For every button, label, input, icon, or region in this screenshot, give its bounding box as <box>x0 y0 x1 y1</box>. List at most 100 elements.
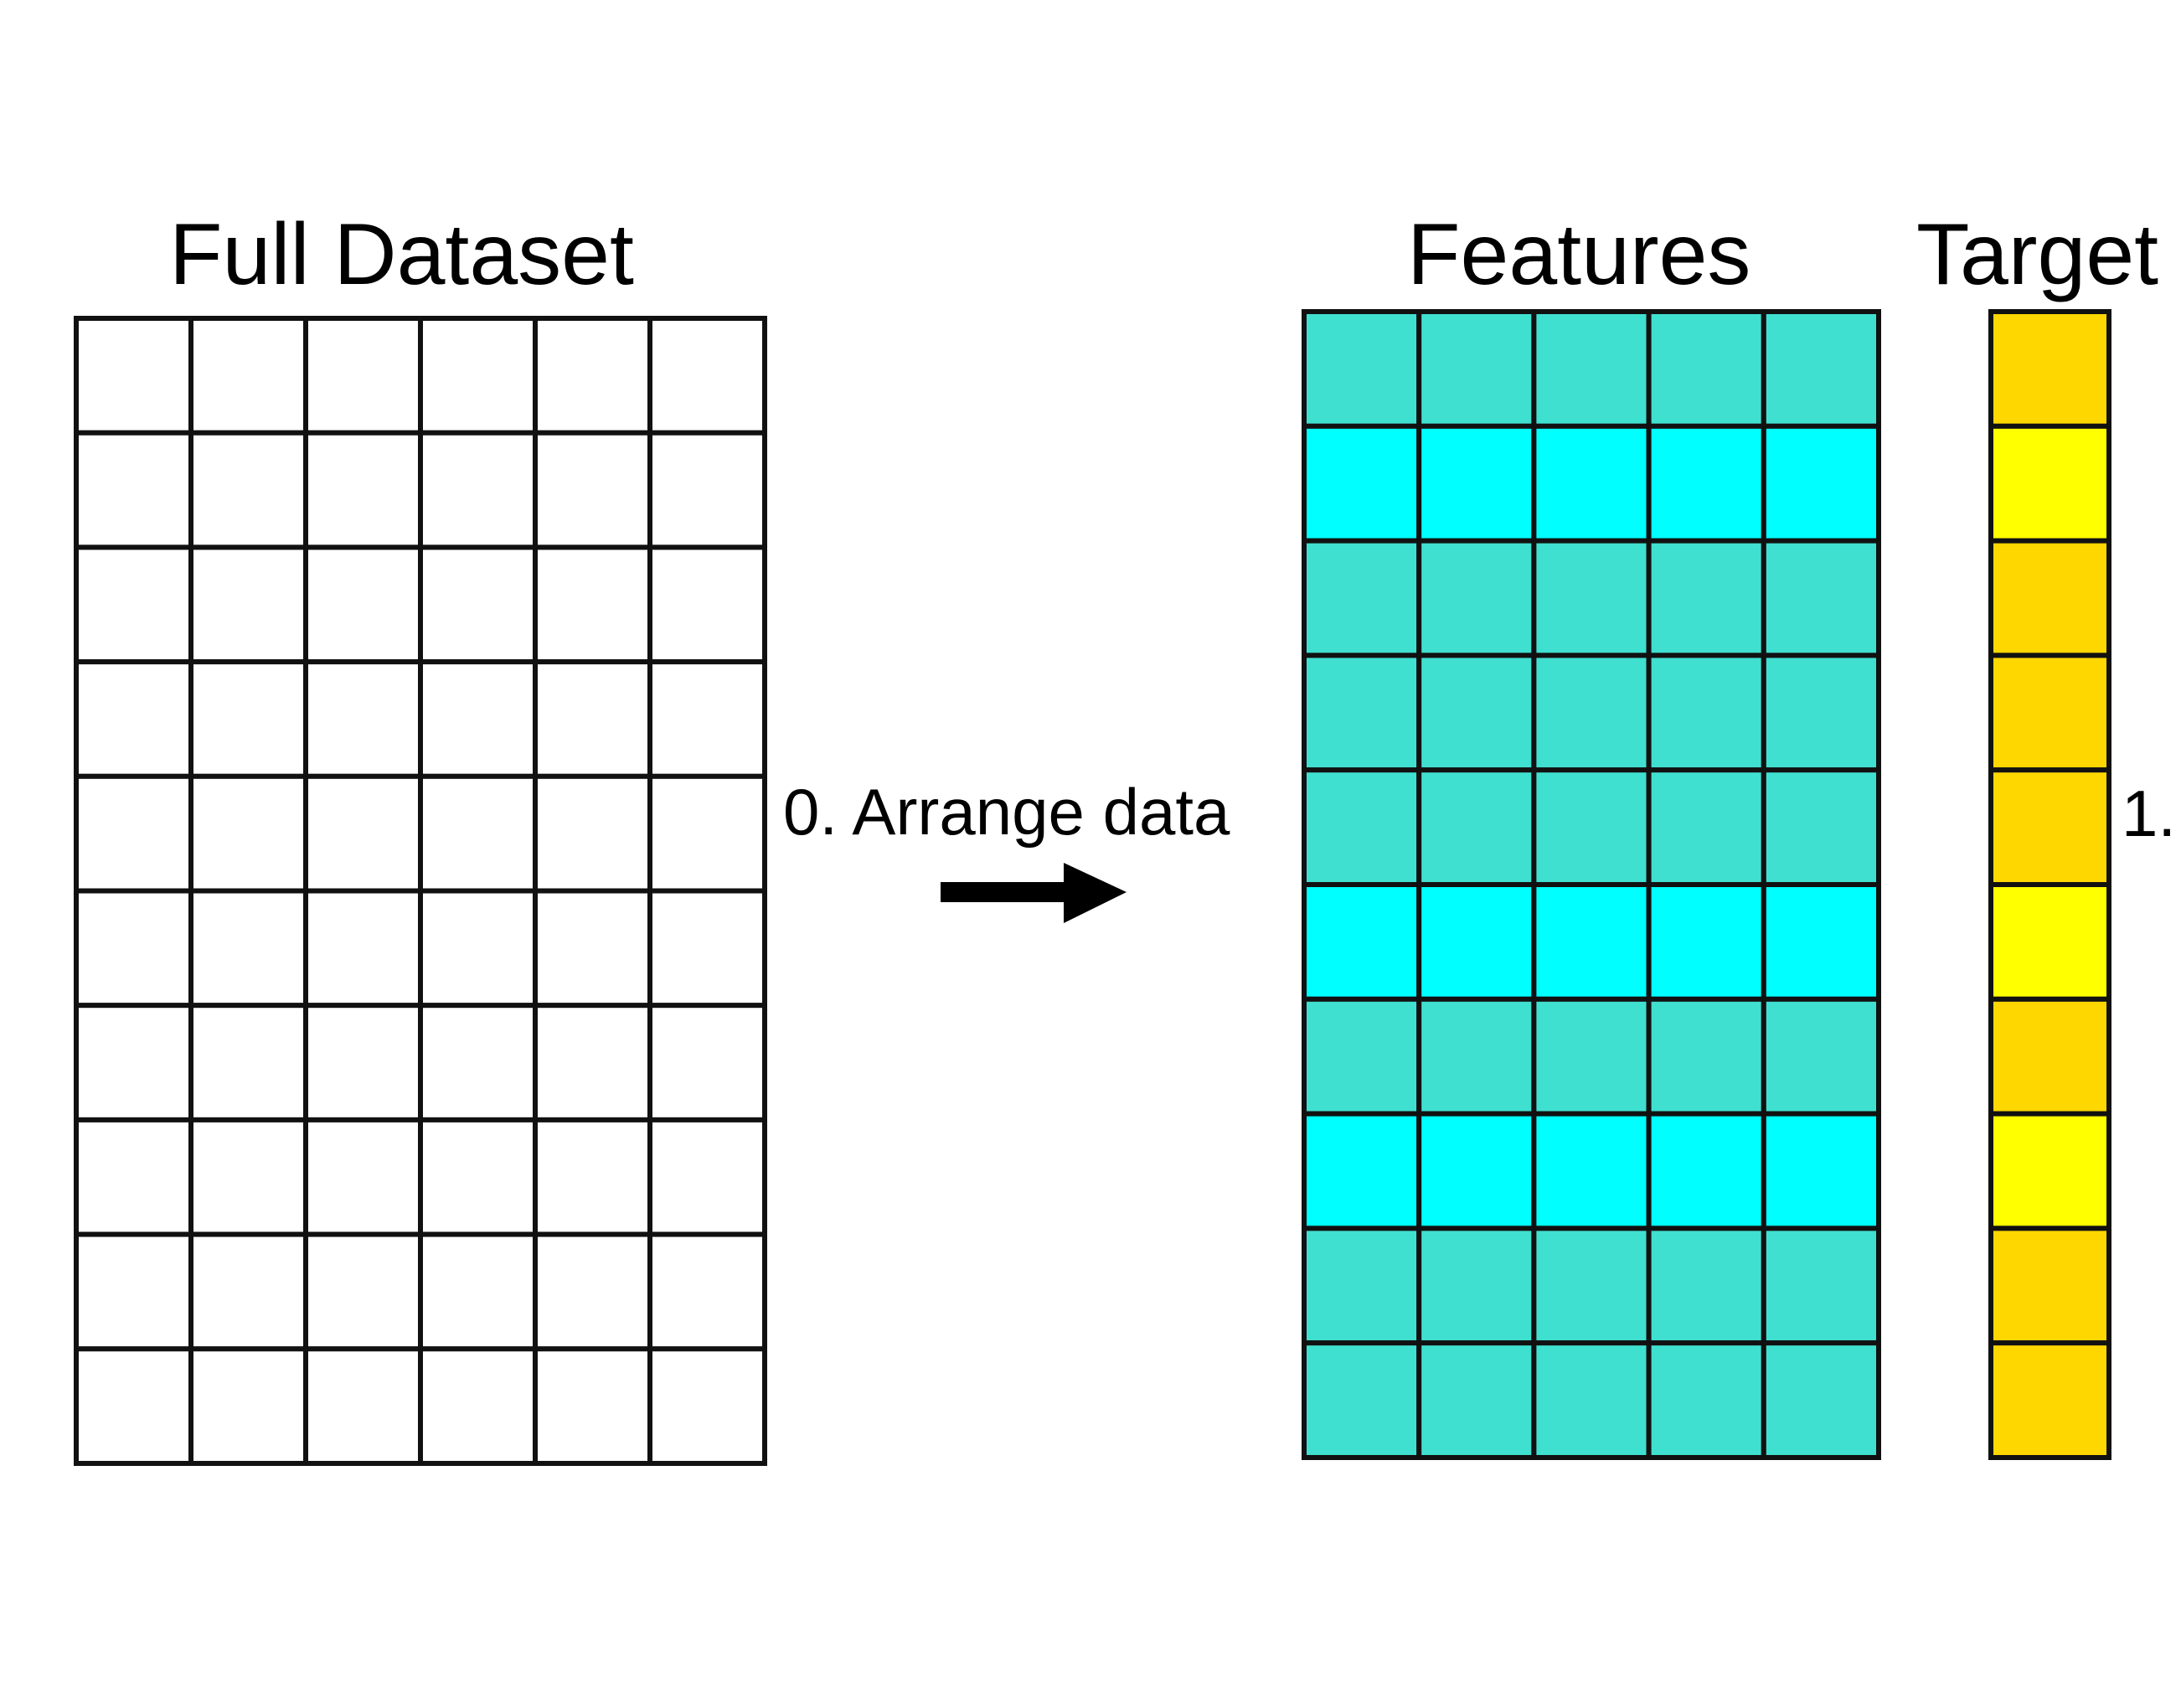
features-cell-r2-c5 <box>1761 423 1882 544</box>
features-cell-r1-c3 <box>1531 309 1652 429</box>
full-dataset-cell-r10-c3 <box>303 1346 423 1467</box>
full-dataset-cell-r2-c3 <box>303 430 423 550</box>
features-cell-r6-c3 <box>1531 882 1652 1002</box>
full-dataset-cell-r3-c3 <box>303 544 423 665</box>
full-dataset-cell-r6-c3 <box>303 888 423 1009</box>
features-cell-r5-c4 <box>1646 767 1766 888</box>
features-cell-r6-c1 <box>1302 882 1422 1002</box>
full-dataset-cell-r3-c2 <box>188 544 308 665</box>
full-dataset-cell-r10-c5 <box>533 1346 652 1467</box>
full-dataset-cell-r2-c6 <box>647 430 767 550</box>
features-cell-r4-c1 <box>1302 653 1422 773</box>
features-cell-r3-c1 <box>1302 538 1422 658</box>
features-cell-r7-c3 <box>1531 996 1652 1117</box>
features-cell-r5-c2 <box>1416 767 1537 888</box>
features-cell-r7-c1 <box>1302 996 1422 1117</box>
features-cell-r9-c1 <box>1302 1226 1422 1346</box>
features-cell-r9-c2 <box>1416 1226 1537 1346</box>
features-cell-r8-c1 <box>1302 1111 1422 1231</box>
full-dataset-cell-r10-c6 <box>647 1346 767 1467</box>
features-cell-r1-c2 <box>1416 309 1537 429</box>
full-dataset-cell-r9-c2 <box>188 1231 308 1352</box>
features-cell-r8-c3 <box>1531 1111 1652 1231</box>
features-cell-r5-c3 <box>1531 767 1652 888</box>
full-dataset-cell-r8-c5 <box>533 1117 652 1237</box>
full-dataset-cell-r5-c1 <box>74 773 193 894</box>
features-cell-r4-c4 <box>1646 653 1766 773</box>
arrange-data-label: 0. Arrange data <box>783 775 1230 849</box>
full-dataset-cell-r1-c2 <box>188 316 308 436</box>
full-dataset-cell-r7-c5 <box>533 1003 652 1122</box>
full-dataset-cell-r2-c5 <box>533 430 652 550</box>
features-cell-r10-c4 <box>1646 1340 1766 1460</box>
full-dataset-cell-r10-c1 <box>74 1346 193 1467</box>
features-cell-r2-c1 <box>1302 423 1422 544</box>
full-dataset-cell-r4-c5 <box>533 659 652 779</box>
arrow-shaft <box>941 882 1072 902</box>
features-cell-r5-c5 <box>1761 767 1882 888</box>
features-cell-r6-c2 <box>1416 882 1537 1002</box>
full-dataset-cell-r4-c6 <box>647 659 767 779</box>
features-cell-r2-c4 <box>1646 423 1766 544</box>
features-cell-r10-c1 <box>1302 1340 1422 1460</box>
full-dataset-cell-r8-c1 <box>74 1117 193 1237</box>
features-cell-r1-c5 <box>1761 309 1882 429</box>
features-grid <box>1302 309 1882 1460</box>
full-dataset-cell-r2-c4 <box>418 430 538 550</box>
full-dataset-cell-r6-c4 <box>418 888 538 1009</box>
target-cell-r8-c1 <box>1988 1111 2111 1231</box>
full-dataset-cell-r9-c6 <box>647 1231 767 1352</box>
full-dataset-cell-r8-c4 <box>418 1117 538 1237</box>
full-dataset-cell-r1-c5 <box>533 316 652 436</box>
full-dataset-cell-r5-c6 <box>647 773 767 894</box>
target-grid <box>1988 309 2111 1460</box>
full-dataset-cell-r5-c3 <box>303 773 423 894</box>
features-cell-r7-c4 <box>1646 996 1766 1117</box>
full-dataset-cell-r8-c3 <box>303 1117 423 1237</box>
full-dataset-cell-r7-c2 <box>188 1003 308 1122</box>
full-dataset-cell-r9-c3 <box>303 1231 423 1352</box>
features-cell-r8-c5 <box>1761 1111 1882 1231</box>
full-dataset-cell-r3-c4 <box>418 544 538 665</box>
features-cell-r10-c2 <box>1416 1340 1537 1460</box>
target-cell-r9-c1 <box>1988 1226 2111 1346</box>
features-cell-r2-c2 <box>1416 423 1537 544</box>
full-dataset-cell-r4-c3 <box>303 659 423 779</box>
features-cell-r2-c3 <box>1531 423 1652 544</box>
target-cell-r3-c1 <box>1988 538 2111 658</box>
full-dataset-cell-r3-c6 <box>647 544 767 665</box>
full-dataset-cell-r5-c4 <box>418 773 538 894</box>
features-cell-r4-c2 <box>1416 653 1537 773</box>
arrow-head <box>1064 863 1127 923</box>
full-dataset-cell-r7-c3 <box>303 1003 423 1122</box>
features-cell-r3-c4 <box>1646 538 1766 658</box>
features-cell-r4-c3 <box>1531 653 1652 773</box>
full-dataset-cell-r3-c1 <box>74 544 193 665</box>
full-dataset-cell-r10-c4 <box>418 1346 538 1467</box>
features-cell-r9-c4 <box>1646 1226 1766 1346</box>
full-dataset-title: Full Dataset <box>169 206 634 303</box>
features-cell-r10-c5 <box>1761 1340 1882 1460</box>
full-dataset-cell-r2-c2 <box>188 430 308 550</box>
full-dataset-cell-r1-c4 <box>418 316 538 436</box>
features-cell-r10-c3 <box>1531 1340 1652 1460</box>
features-cell-r9-c3 <box>1531 1226 1652 1346</box>
full-dataset-cell-r9-c1 <box>74 1231 193 1352</box>
features-cell-r3-c3 <box>1531 538 1652 658</box>
features-cell-r1-c4 <box>1646 309 1766 429</box>
features-cell-r4-c5 <box>1761 653 1882 773</box>
features-cell-r6-c5 <box>1761 882 1882 1002</box>
features-cell-r7-c2 <box>1416 996 1537 1117</box>
target-cell-r10-c1 <box>1988 1340 2111 1460</box>
target-cell-r1-c1 <box>1988 309 2111 429</box>
full-dataset-cell-r1-c3 <box>303 316 423 436</box>
step-1-label: 1. <box>2122 777 2177 850</box>
full-dataset-cell-r7-c1 <box>74 1003 193 1122</box>
full-dataset-cell-r9-c4 <box>418 1231 538 1352</box>
full-dataset-cell-r3-c5 <box>533 544 652 665</box>
full-dataset-grid <box>74 316 767 1467</box>
full-dataset-cell-r6-c6 <box>647 888 767 1009</box>
full-dataset-cell-r6-c1 <box>74 888 193 1009</box>
full-dataset-cell-r4-c1 <box>74 659 193 779</box>
